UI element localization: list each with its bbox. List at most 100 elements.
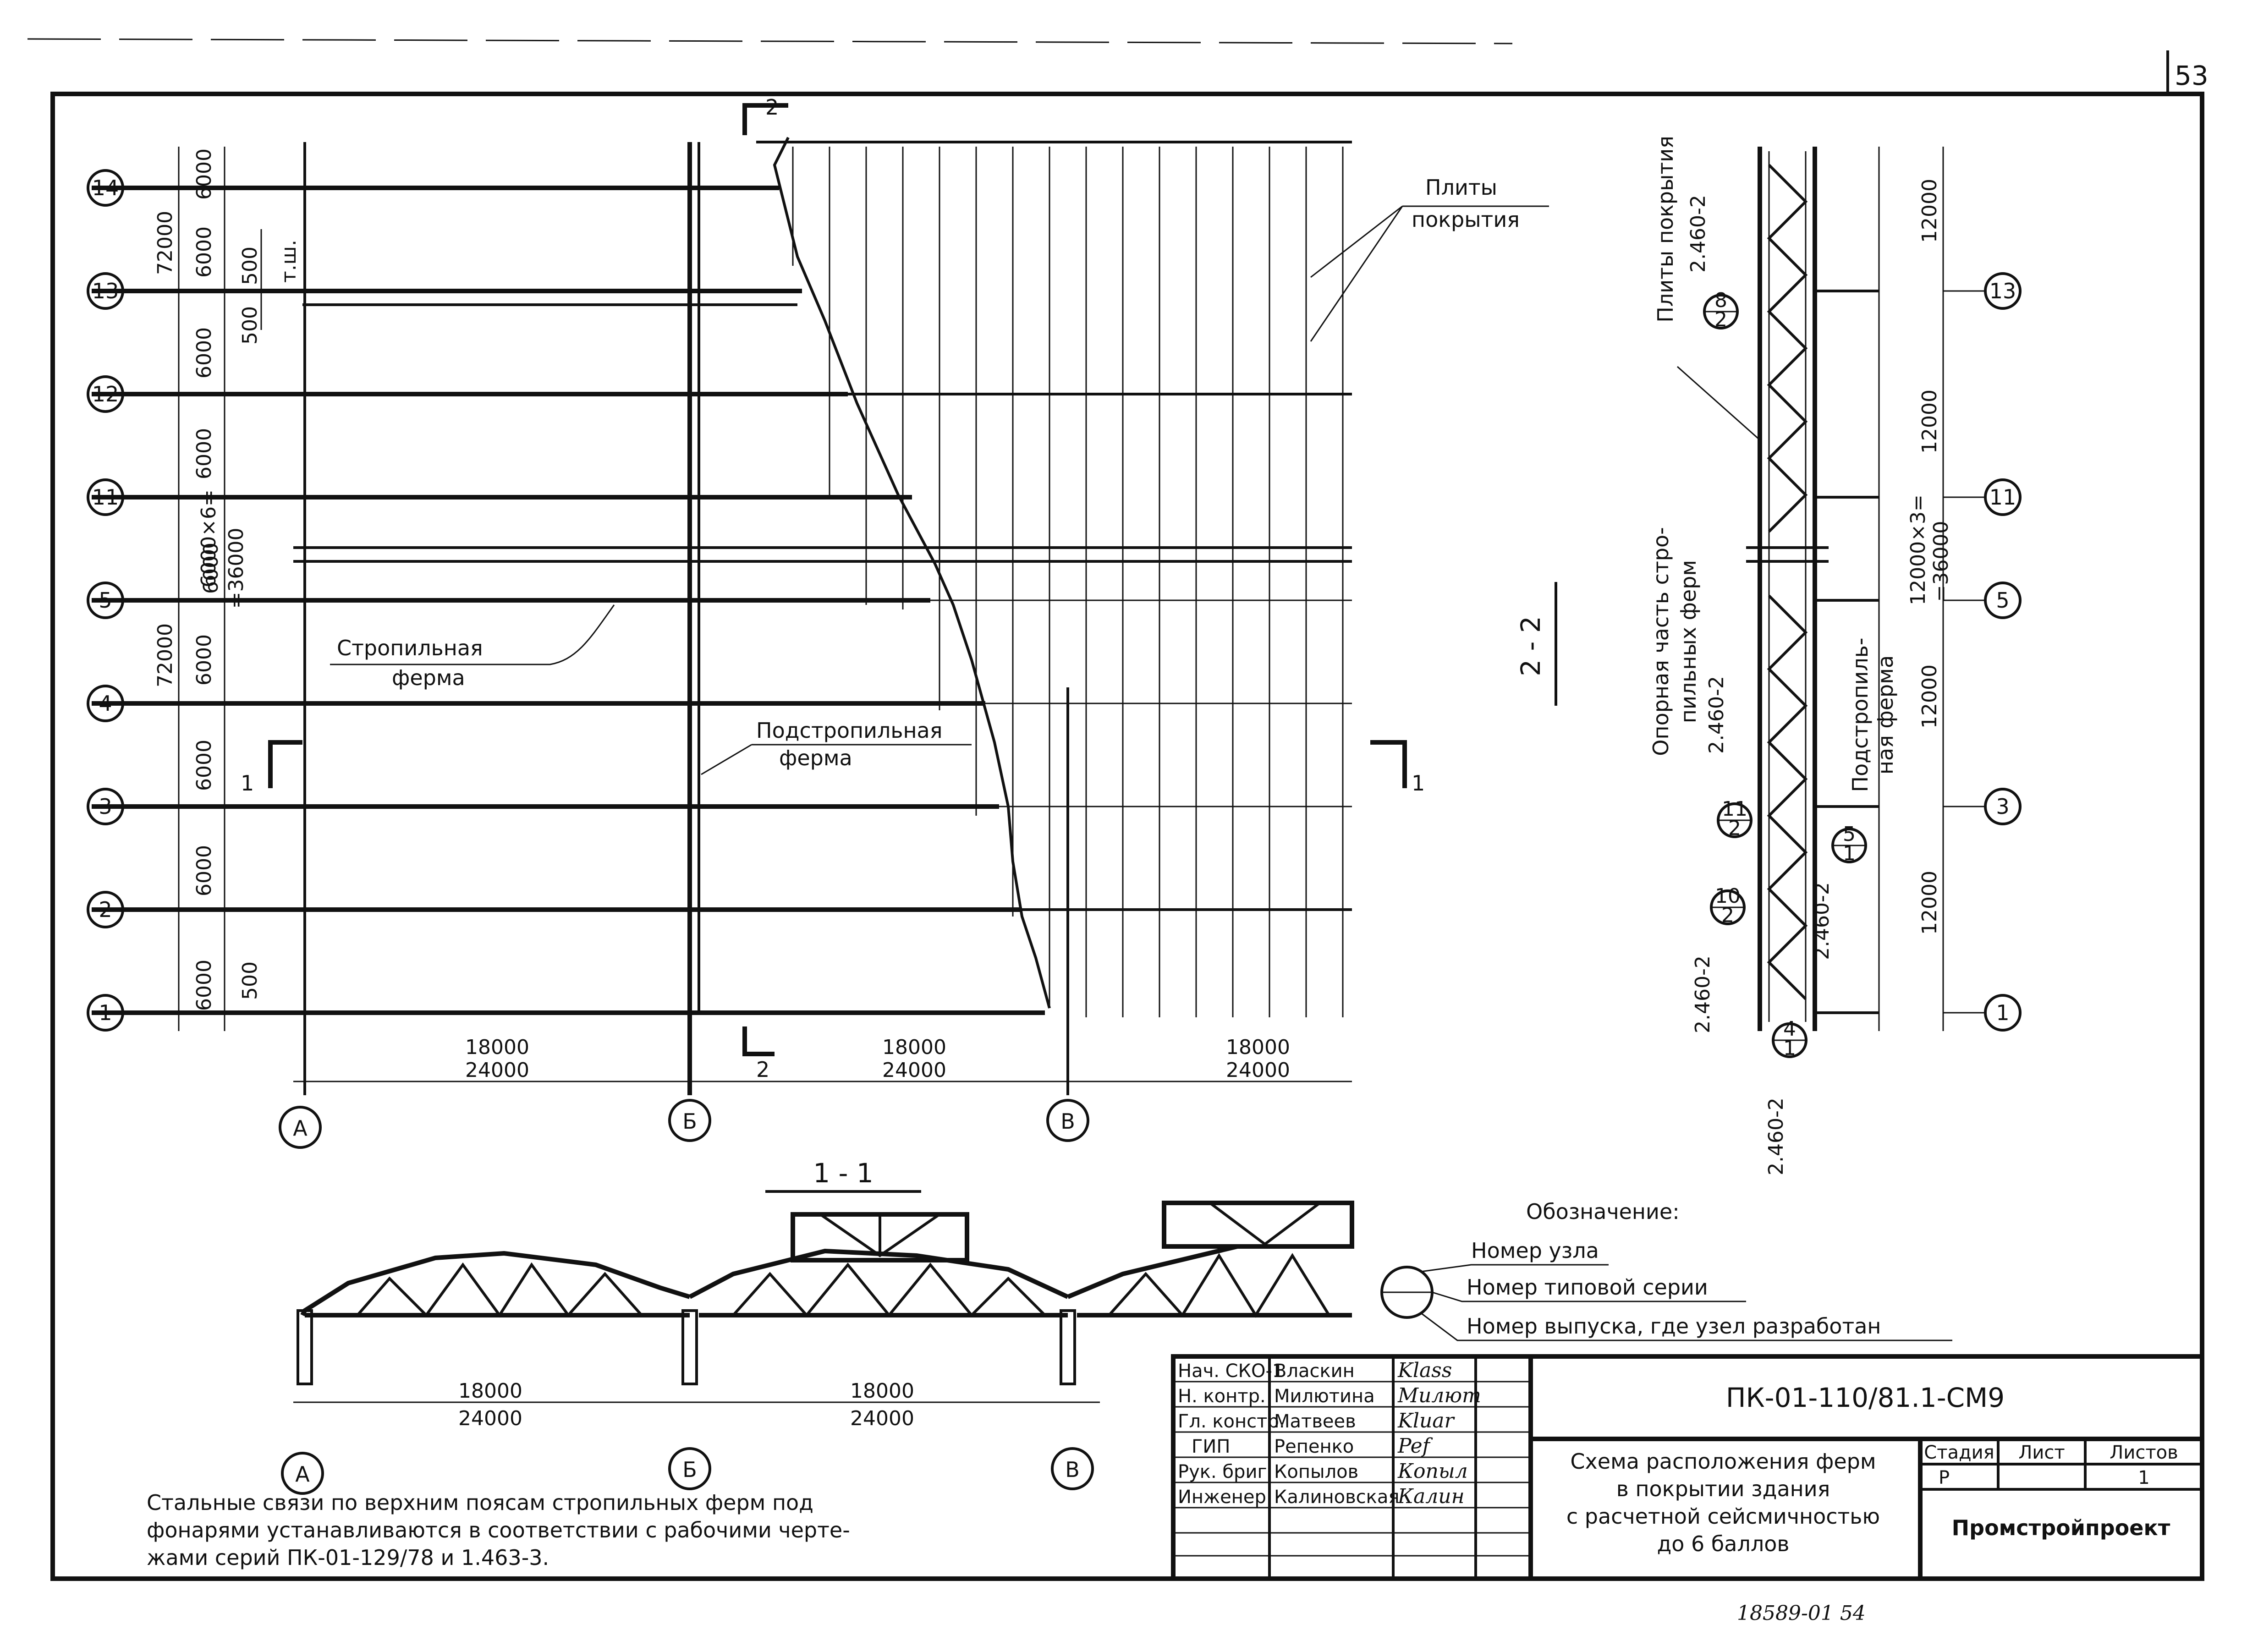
sheet-frame	[50, 92, 2204, 1581]
dim-v-8: 6000	[192, 428, 216, 479]
section-2-2: 2 - 2 12000 12000 12000×3= =36000 12000 …	[1515, 136, 2022, 1175]
s22-label-subtruss-2: ная ферма	[1873, 655, 1898, 774]
tb-sign-2: Милют	[1397, 1384, 1481, 1407]
tb-role-1: Нач. СКО-1	[1178, 1361, 1284, 1382]
legend: Обозначение: Номер узла Номер типовой се…	[1380, 1199, 1952, 1341]
tb-sign-1: Klass	[1397, 1359, 1452, 1382]
s22-series-bottom: 2.460-2	[1764, 1098, 1788, 1175]
s22-node-3-top: 5	[1843, 823, 1856, 846]
note: Стальные связи по верхним поясам стропил…	[147, 1490, 850, 1570]
tb-code: ПК-01-110/81.1-СМ9	[1726, 1382, 2005, 1413]
s22-axis-1: 1	[1996, 1000, 2009, 1025]
legend-item-release: Номер выпуска, где узел разработан	[1467, 1314, 1881, 1339]
dim-v-4: 6000	[192, 634, 216, 686]
dim-v-10: 6000	[192, 226, 216, 278]
section-2-top: 2	[765, 95, 779, 120]
s22-series-mid: 2.460-2	[1705, 676, 1728, 754]
s22-node-1-top: 8	[1714, 289, 1727, 312]
section-1-right: 1	[1412, 771, 1425, 796]
tb-sign-3: Kluar	[1397, 1409, 1456, 1432]
s22-dim-6: 12000	[1918, 871, 1941, 935]
dim-h-3b: 24000	[1226, 1059, 1290, 1082]
dim-tsh: т.ш.	[277, 240, 301, 283]
page-number: 53	[2175, 60, 2209, 91]
s22-node-2-bot: 2	[1728, 817, 1741, 840]
s22-series-top: 2.460-2	[1687, 195, 1710, 273]
section-1-left: 1	[241, 771, 254, 796]
s22-dim-2: 12000	[1918, 390, 1941, 454]
plan-axis-bubble-b: Б	[682, 1109, 697, 1134]
plan-break-line	[773, 137, 1051, 1009]
dim-v-6: 6000×6=	[197, 489, 220, 587]
tb-title-1: Схема расположения ферм	[1570, 1449, 1876, 1474]
tb-role-3: Гл. констр.	[1178, 1411, 1285, 1432]
dim-v-total-top: 72000	[154, 211, 177, 275]
tb-sign-5: Копыл	[1397, 1460, 1468, 1483]
tb-title-2: в покрытии здания	[1616, 1476, 1830, 1501]
label-truss-1: Стропильная	[337, 636, 483, 660]
tb-name-3: Матвеев	[1274, 1411, 1356, 1432]
tb-sign-4: Pef	[1397, 1434, 1433, 1458]
s22-dim-5: 12000	[1918, 664, 1941, 729]
legend-item-series: Номер типовой серии	[1467, 1275, 1708, 1300]
s11-axis-b: Б	[682, 1457, 697, 1482]
s22-dim-3: 12000×3=	[1906, 494, 1930, 605]
row-axis-11: 11	[92, 485, 119, 510]
s22-dim-1: 12000	[1918, 179, 1941, 243]
s22-node-2-top: 11	[1722, 797, 1747, 821]
label-plates-1: Плиты	[1425, 175, 1497, 200]
s22-node-5-top: 4	[1783, 1017, 1796, 1041]
dim-h-2a: 18000	[882, 1036, 946, 1059]
tb-role-6: Инженер	[1178, 1487, 1266, 1508]
s22-series-left: 2.460-2	[1691, 955, 1714, 1033]
dim-500-bottom: 500	[238, 961, 262, 1000]
s11-axis-a: А	[295, 1462, 310, 1487]
tb-title-3: с расчетной сейсмичностью	[1566, 1504, 1880, 1529]
label-plates-2: покрытия	[1412, 207, 1520, 232]
row-axis-4: 4	[99, 691, 112, 716]
tb-value-stage: Р	[1939, 1467, 1950, 1488]
dim-v-7: =36000	[225, 528, 248, 609]
s22-dim-4: =36000	[1929, 521, 1953, 602]
tb-header-sheets: Листов	[2110, 1442, 2178, 1463]
tb-role-2: Н. контр.	[1178, 1386, 1266, 1407]
tb-header-sheet: Лист	[2018, 1442, 2065, 1463]
s22-label-plates: Плиты покрытия	[1653, 136, 1678, 323]
section-1-1: 1 - 1 18000 24000 18000 24000 А Б В	[281, 1158, 1354, 1495]
s22-axis-11: 11	[1989, 485, 2016, 510]
dim-v-3: 6000	[192, 740, 216, 791]
s22-label-support-1: Опорная часть стро-	[1648, 527, 1673, 756]
dim-500-top: 500	[238, 247, 262, 285]
legend-title: Обозначение:	[1526, 1199, 1680, 1224]
tb-sign-6: Калин	[1397, 1485, 1465, 1508]
dim-v-total-bottom: 72000	[154, 623, 177, 687]
row-axis-bubbles: 1 2 3 4 5 11 12 13 14	[87, 169, 124, 1032]
plan: 1 2 3 4 5 11 12 13 14 6000 6000 6000 600…	[87, 95, 1549, 1149]
s11-axis-v: В	[1065, 1457, 1080, 1482]
tb-name-6: Калиновская	[1274, 1487, 1399, 1508]
s11-dim-1a: 18000	[458, 1379, 522, 1403]
dim-h-2b: 24000	[882, 1059, 946, 1082]
top-scan-line	[27, 38, 1513, 44]
s22-node-5-bot: 1	[1783, 1037, 1796, 1060]
row-axis-14: 14	[92, 176, 119, 200]
s22-label-support-2: пильных ферм	[1676, 560, 1701, 723]
s22-series-low: 2.460-2	[1810, 882, 1834, 960]
tb-org: Промстройпроект	[1952, 1515, 2170, 1540]
s22-node-4-bot: 2	[1721, 904, 1734, 927]
title-block: Нач. СКО-1 Н. контр. Гл. констр. ГИП Рук…	[1171, 1354, 2204, 1581]
legend-item-node: Номер узла	[1471, 1238, 1599, 1263]
archive-number: 18589-01 54	[1737, 1602, 1866, 1625]
label-truss-2: ферма	[392, 665, 465, 690]
row-axis-3: 3	[99, 794, 112, 819]
section-2-bottom: 2	[756, 1057, 769, 1082]
s11-dim-1b: 24000	[458, 1407, 522, 1430]
row-axis-13: 13	[92, 279, 119, 303]
row-axis-2: 2	[99, 897, 112, 922]
dim-h-1b: 24000	[465, 1059, 529, 1082]
tb-role-5: Рук. бриг.	[1178, 1461, 1273, 1482]
dim-h-1a: 18000	[465, 1036, 529, 1059]
s11-dim-2a: 18000	[850, 1379, 914, 1403]
plan-plates-grid	[756, 141, 1352, 1017]
tb-name-5: Копылов	[1274, 1461, 1358, 1482]
